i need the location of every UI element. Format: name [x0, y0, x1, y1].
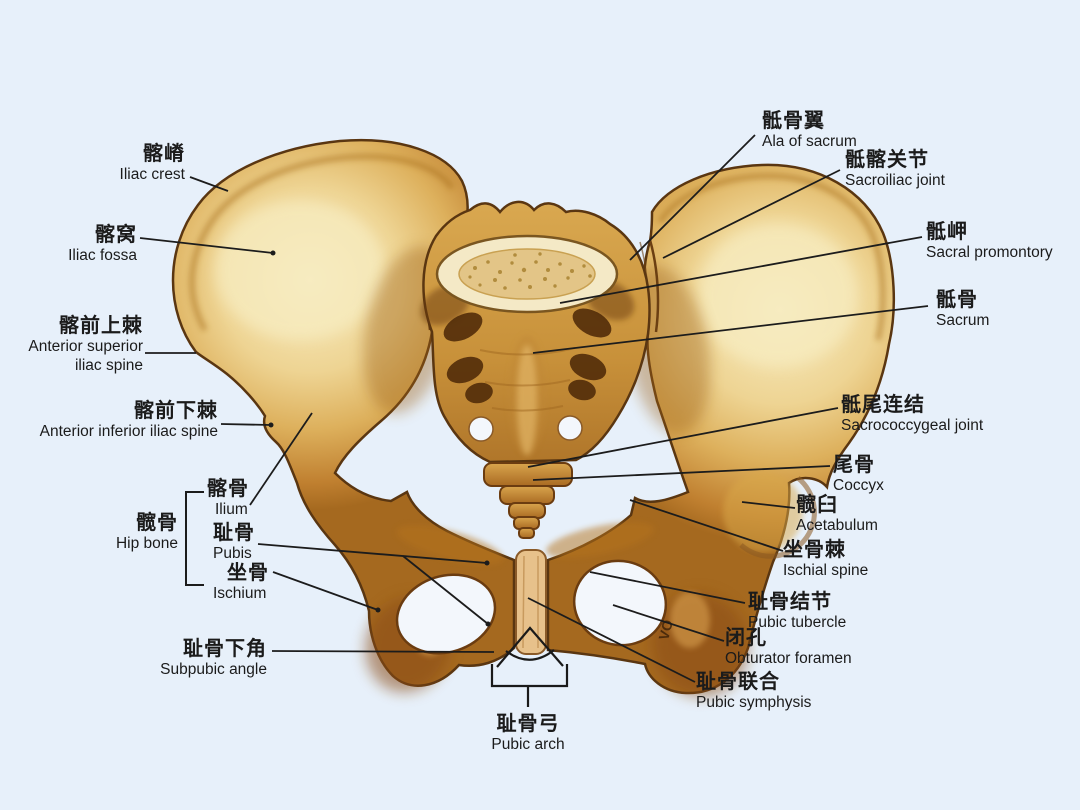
label-asis-en: Anterior superior iliac spine [28, 338, 143, 374]
label-acetabulum: 髋臼 Acetabulum [796, 494, 878, 535]
leader-ischial-spine [629, 499, 784, 552]
leader-end-dots [268, 250, 491, 627]
sacral-base-disc [435, 234, 619, 314]
label-ilium-en: Ilium [215, 501, 248, 518]
label-coccyx-en: Coccyx [833, 477, 884, 494]
leader-sacroiliac-joint [662, 169, 841, 259]
leader-iliac-fossa [139, 237, 274, 254]
label-pubic-arch-zh: 耻骨弓 [496, 713, 560, 735]
label-sacroiliac-joint: 骶髂关节 Sacroiliac joint [845, 149, 945, 190]
label-subpubic-angle-zh: 耻骨下角 [183, 638, 267, 660]
leader-ischium [272, 571, 379, 611]
leader-pubic-tubercle [589, 571, 746, 604]
label-ischium-zh: 坐骨 [227, 562, 269, 584]
leader-sacrococcygeal-joint [527, 407, 839, 468]
label-pubis-zh: 耻骨 [213, 522, 255, 544]
label-ischial-spine: 坐骨棘 Ischial spine [783, 539, 868, 580]
label-sacral-promontory-en: Sacral promontory [926, 244, 1053, 261]
label-sacroiliac-joint-zh: 骶髂关节 [845, 149, 929, 171]
label-aiis-zh: 髂前下棘 [134, 400, 218, 422]
label-iliac-crest: 髂嵴 Iliac crest [120, 143, 185, 184]
label-pubic-symphysis: 耻骨联合 Pubic symphysis [696, 671, 811, 712]
leader-lines [139, 134, 929, 683]
label-coccyx-zh: 尾骨 [833, 454, 875, 476]
label-iliac-crest-zh: 髂嵴 [143, 143, 185, 165]
label-pubis: 耻骨 Pubis [213, 522, 255, 563]
leader-pubis-branch [402, 555, 489, 625]
label-ala-of-sacrum-zh: 骶骨翼 [762, 110, 825, 132]
label-ala-of-sacrum-en: Ala of sacrum [762, 133, 857, 150]
label-pubic-symphysis-en: Pubic symphysis [696, 694, 812, 711]
subpubic-angle-symbol [496, 626, 564, 668]
label-sacrococcygeal-joint-en: Sacrococcygeal joint [841, 417, 984, 434]
label-ischial-spine-en: Ischial spine [783, 562, 869, 579]
label-iliac-crest-en: Iliac crest [119, 166, 185, 183]
label-sacrum: 骶骨 Sacrum [936, 289, 989, 330]
label-asis-zh: 髂前上棘 [59, 315, 143, 337]
leader-sacral-promontory [559, 236, 923, 304]
label-sacrococcygeal-joint-zh: 骶尾连结 [841, 394, 925, 416]
leader-coccyx [532, 465, 831, 481]
label-sacrum-en: Sacrum [936, 312, 990, 329]
label-hip-bone-zh: 髋骨 [136, 512, 178, 534]
label-sacroiliac-joint-en: Sacroiliac joint [845, 172, 945, 189]
leader-obturator-foramen [612, 604, 725, 642]
label-iliac-fossa: 髂窝 Iliac fossa [68, 224, 137, 265]
label-sacral-promontory-zh: 骶岬 [926, 221, 968, 243]
leader-pubis [257, 543, 488, 564]
label-pubic-tubercle-zh: 耻骨结节 [748, 591, 832, 613]
label-subpubic-angle: 耻骨下角 Subpubic angle [160, 638, 267, 679]
label-ischial-spine-zh: 坐骨棘 [783, 539, 846, 561]
label-iliac-fossa-zh: 髂窝 [95, 224, 137, 246]
label-pubic-arch-en: Pubic arch [491, 736, 565, 753]
leader-ala-of-sacrum [629, 134, 756, 261]
label-pubic-tubercle-en: Pubic tubercle [748, 614, 847, 631]
acetabulum-right [723, 472, 817, 559]
label-sacral-promontory: 骶岬 Sacral promontory [926, 221, 1053, 262]
label-coccyx: 尾骨 Coccyx [833, 454, 884, 495]
label-ilium-zh: 髂骨 [207, 478, 249, 500]
label-pubis-en: Pubis [213, 545, 252, 562]
sacral-foramina [443, 308, 612, 404]
label-aiis: 髂前下棘 Anterior inferior iliac spine [40, 400, 218, 441]
label-ala-of-sacrum: 骶骨翼 Ala of sacrum [762, 110, 857, 151]
pubic-arch-bracket [490, 664, 569, 707]
label-sacrococcygeal-joint: 骶尾连结 Sacrococcygeal joint [841, 394, 983, 435]
hip-bone-bracket [185, 491, 204, 586]
label-acetabulum-zh: 髋臼 [796, 494, 838, 516]
leader-pubic-symphysis [527, 597, 696, 683]
label-obturator-foramen: 闭孔 Obturator foramen [725, 627, 852, 668]
label-acetabulum-en: Acetabulum [796, 517, 878, 534]
label-subpubic-angle-en: Subpubic angle [160, 661, 267, 678]
leader-subpubic-angle [271, 650, 495, 653]
label-sacrum-zh: 骶骨 [936, 289, 978, 311]
leader-aiis [220, 423, 272, 426]
pubic-symphysis-cartilage [515, 549, 547, 655]
label-hip-bone-en: Hip bone [115, 535, 178, 552]
label-pubic-arch: 耻骨弓 Pubic arch [458, 713, 598, 754]
label-pubic-symphysis-zh: 耻骨联合 [696, 671, 780, 693]
label-iliac-fossa-en: Iliac fossa [68, 247, 137, 264]
label-ischium-en: Ischium [213, 585, 267, 602]
leader-ilium [249, 412, 313, 506]
label-ilium: 髂骨 Ilium [207, 478, 249, 519]
leader-acetabulum [741, 501, 796, 509]
leader-iliac-crest [189, 176, 229, 192]
label-aiis-en: Anterior inferior iliac spine [39, 423, 218, 440]
label-ischium: 坐骨 Ischium [213, 562, 269, 603]
label-obturator-foramen-zh: 闭孔 [725, 627, 767, 649]
label-obturator-foramen-en: Obturator foramen [725, 650, 852, 667]
coccyx-bone [483, 462, 573, 539]
leader-sacrum [532, 305, 929, 354]
obturator-foramen-left-opening [395, 573, 497, 655]
label-pubic-tubercle: 耻骨结节 Pubic tubercle [748, 591, 846, 632]
right-hip-bone: VO [546, 163, 896, 697]
label-hip-bone: 髋骨 Hip bone [116, 512, 178, 553]
label-asis: 髂前上棘 Anterior superior iliac spine [8, 315, 143, 375]
sacrum-bone [420, 200, 651, 464]
